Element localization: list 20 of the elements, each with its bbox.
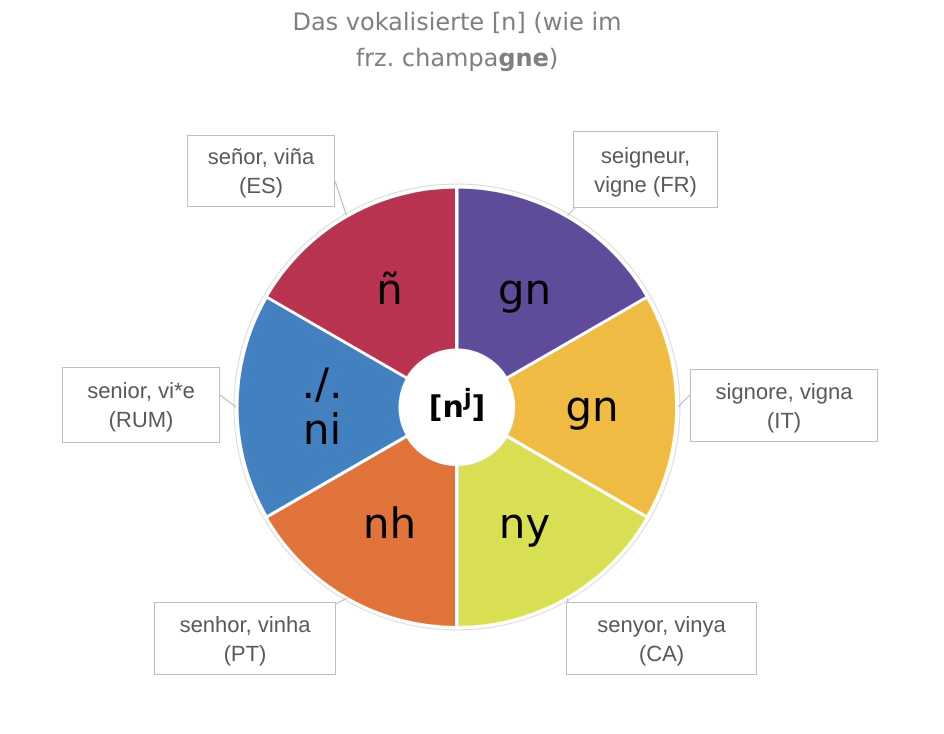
sector-letters: ny xyxy=(498,500,552,547)
callout-box xyxy=(62,367,220,443)
callout-box xyxy=(690,369,878,442)
diagram-title: Das vokalisierte [n] (wie im frz. champagne) xyxy=(291,7,622,74)
example-words: senior, vi*e (RUM) xyxy=(86,377,196,434)
example-words: senyor, vinya (CA) xyxy=(596,610,727,668)
example-words: seigneur, vigne (FR) xyxy=(593,142,698,198)
sector-letters: gn xyxy=(564,384,620,430)
sector-letters: ./. ni xyxy=(300,361,344,453)
callout-box xyxy=(566,602,757,675)
callout-box xyxy=(187,135,335,207)
example-words: señor, viña (ES) xyxy=(206,143,316,200)
callout-box xyxy=(573,131,718,208)
sector-letters: nh xyxy=(362,500,418,547)
callout-box xyxy=(154,602,336,675)
example-words: signore, vigna (IT) xyxy=(714,378,854,434)
example-words: senhor, vinha (PT) xyxy=(178,610,312,668)
sector-letters: gn xyxy=(496,267,552,314)
sector-letters: ñ xyxy=(375,267,404,314)
phonetic-symbol: [n$^{j}$] xyxy=(428,384,486,426)
